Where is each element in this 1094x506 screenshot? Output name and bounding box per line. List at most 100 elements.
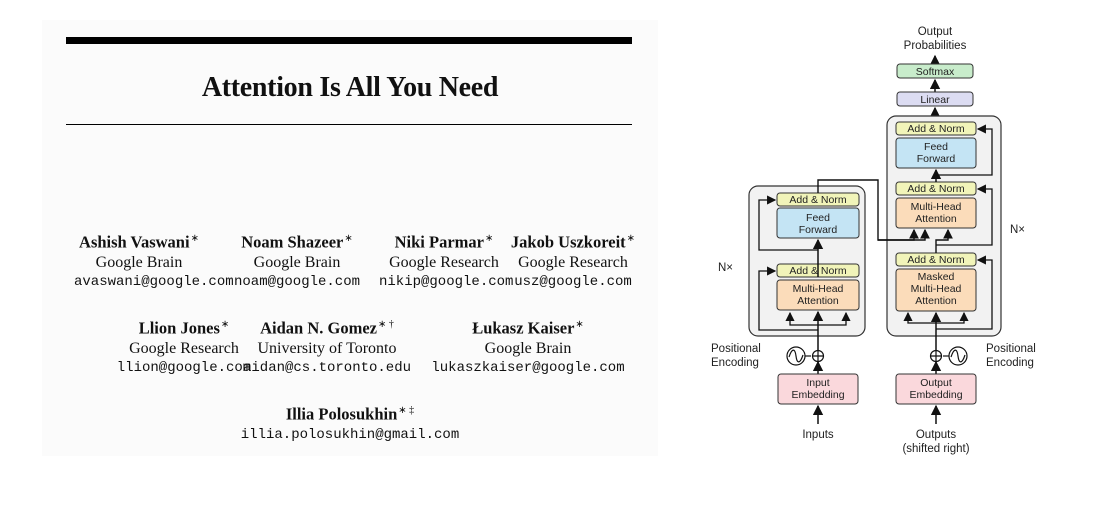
plus-icon <box>930 350 942 362</box>
add-norm-label: Add & Norm <box>907 183 964 195</box>
encoder-nx-label: N× <box>718 262 733 274</box>
author-name: Jakob Uszkoreit <box>510 232 626 252</box>
author-email: llion@google.com <box>116 359 252 376</box>
feed-forward-label: Feed <box>924 141 948 153</box>
author-email: usz@google.com <box>514 273 632 290</box>
add-norm-label: Add & Norm <box>907 254 964 266</box>
input-embedding-block <box>777 373 859 405</box>
outputs-label: (shifted right) <box>902 443 969 455</box>
author-affiliation: Google Research <box>389 253 499 271</box>
input-embedding-label: Input <box>806 377 829 389</box>
author-affiliation: Google Brain <box>95 253 183 271</box>
multi-head-attention-label: Multi-Head <box>793 283 844 295</box>
author-email: illia.polosukhin@gmail.com <box>240 426 460 443</box>
positional-encoding-label: Encoding <box>711 357 759 369</box>
sine-wave-icon <box>788 349 804 363</box>
arrow <box>935 228 953 253</box>
attention-input-arrow <box>903 311 936 324</box>
input-embedding-label: Embedding <box>791 389 844 401</box>
plus-icon <box>812 350 824 362</box>
feed-forward-label: Feed <box>806 212 830 224</box>
attention-input-arrow <box>785 311 818 326</box>
residual-connection-arrow <box>936 184 993 246</box>
author-name: Noam Shazeer <box>241 232 344 252</box>
author-affiliation: Google Brain <box>484 339 572 357</box>
author-email: nikip@google.com <box>379 273 514 290</box>
output-embedding-block <box>895 373 977 405</box>
encoder-feed-forward-block <box>776 207 860 239</box>
masked-attention-label: Masked <box>918 271 955 283</box>
linear-block <box>896 91 974 107</box>
output-probabilities-label: Output <box>918 26 953 38</box>
decoder-feed-forward-block <box>895 137 977 169</box>
author-name: Niki Parmar <box>394 232 484 252</box>
paper-title: Attention Is All You Need <box>201 72 499 103</box>
author-footnote-mark: ∗ <box>484 233 494 244</box>
positional-encoding-label: Positional <box>986 343 1036 355</box>
author-email: noam@google.com <box>233 273 361 290</box>
author-name: Łukasz Kaiser <box>472 318 575 338</box>
author-block: Noam Shazeer∗ Google Brain noam@google.c… <box>232 228 362 292</box>
add-norm-label: Add & Norm <box>907 123 964 135</box>
encoder-output-arrow <box>817 179 919 241</box>
output-embedding-label: Embedding <box>909 389 962 401</box>
masked-attention-label: Attention <box>915 295 957 307</box>
linear-label: Linear <box>920 94 950 106</box>
author-block: Jakob Uszkoreit∗ Google Research usz@goo… <box>508 228 638 292</box>
author-affiliation: Google Brain <box>253 253 341 271</box>
outputs-label: Outputs <box>916 429 957 441</box>
residual-connection-arrow <box>936 255 993 330</box>
title-bottom-rule <box>66 124 632 125</box>
author-footnote-mark: ∗ ‡ <box>398 405 415 416</box>
paper-title-page: Attention Is All You Need Ashish Vaswani… <box>42 20 658 456</box>
attention-input-arrow <box>936 311 969 324</box>
author-footnote-mark: ∗ <box>190 233 199 244</box>
author-footnote-mark: ∗ <box>344 233 353 244</box>
author-affiliation: University of Toronto <box>257 339 397 357</box>
decoder-multi-head-attention-block <box>895 197 977 229</box>
author-name: Illia Polosukhin <box>285 404 398 424</box>
author-footnote-mark: ∗ <box>575 319 584 330</box>
encoder-multi-head-attention-block <box>776 279 860 311</box>
masked-attention-label: Multi-Head <box>911 283 962 295</box>
add-norm-label: Add & Norm <box>789 194 846 206</box>
output-probabilities-label: Probabilities <box>904 40 967 52</box>
author-affiliation: Google Research <box>518 253 628 271</box>
masked-multi-head-attention-block <box>895 268 977 312</box>
decoder-nx-label: N× <box>1010 224 1025 236</box>
sine-wave-icon <box>950 349 966 363</box>
author-email: aidan@cs.toronto.edu <box>242 359 412 376</box>
output-embedding-label: Output <box>920 377 952 389</box>
multi-head-attention-label: Multi-Head <box>911 201 962 213</box>
title-top-rule <box>66 37 632 44</box>
author-footnote-mark: ∗ † <box>377 319 394 330</box>
multi-head-attention-label: Attention <box>797 295 839 307</box>
decoder-add-norm-block <box>895 121 977 136</box>
author-name: Llion Jones <box>138 318 220 338</box>
author-block: Llion Jones∗ Google Research llion@googl… <box>104 314 264 378</box>
encoder-output-arrow <box>878 228 930 241</box>
feed-forward-label: Forward <box>799 224 838 236</box>
residual-connection-arrow <box>758 195 818 251</box>
author-block: Łukasz Kaiser∗ Google Brain lukaszkaiser… <box>428 314 628 378</box>
positional-encoding-label: Encoding <box>986 357 1034 369</box>
multi-head-attention-label: Attention <box>915 213 957 225</box>
positional-encoding-label: Positional <box>711 343 761 355</box>
inputs-label: Inputs <box>802 429 834 441</box>
author-footnote-mark: ∗ <box>626 233 636 244</box>
author-name: Ashish Vaswani <box>79 232 190 252</box>
feed-forward-label: Forward <box>917 153 956 165</box>
author-block: Niki Parmar∗ Google Research nikip@googl… <box>379 228 514 292</box>
author-name: Aidan N. Gomez <box>260 318 377 338</box>
author-affiliation: Google Research <box>129 339 239 357</box>
attention-input-arrow <box>818 311 851 326</box>
author-block: Ashish Vaswani∗ Google Brain avaswani@go… <box>74 228 234 292</box>
residual-connection-arrow <box>936 124 993 176</box>
author-email: avaswani@google.com <box>74 273 234 290</box>
residual-connection-arrow <box>758 266 818 331</box>
author-block: Illia Polosukhin∗ ‡ illia.polosukhin@gma… <box>240 400 460 445</box>
author-email: lukaszkaiser@google.com <box>431 359 625 376</box>
transformer-architecture-diagram: Output Probabilities Softmax Linear Add … <box>711 26 1036 455</box>
author-footnote-mark: ∗ <box>220 319 230 330</box>
softmax-block <box>896 63 974 79</box>
